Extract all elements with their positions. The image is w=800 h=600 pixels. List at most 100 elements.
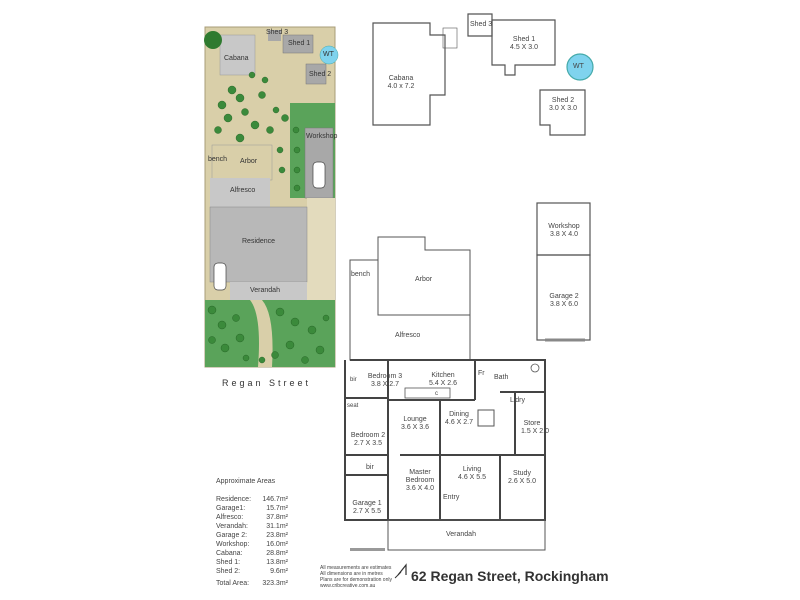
site-alfresco xyxy=(210,178,270,208)
garage2-label: Garage 2 3.8 X 6.0 xyxy=(540,293,588,309)
store-label: Store 1.5 X 2.0 xyxy=(521,420,549,436)
area-value: 15.7m² xyxy=(266,505,288,512)
living-dims: 4.6 X 5.5 xyxy=(457,474,487,481)
area-label: Workshop: xyxy=(216,541,250,548)
site-plan xyxy=(204,26,339,368)
site-path xyxy=(250,300,273,367)
site-label-wt: WT xyxy=(323,51,334,58)
area-total-value: 323.3m² xyxy=(262,580,288,587)
bedroom3-dims: 3.8 X 2.7 xyxy=(370,381,400,388)
garage1-name: Garage 1 xyxy=(352,500,382,507)
area-row: Residence: 146.7m² xyxy=(216,496,288,505)
street-name: Regan Street xyxy=(222,378,312,388)
site-label-alfresco: Alfresco xyxy=(230,187,256,194)
area-label: Alfresco: xyxy=(216,514,244,521)
site-shed2 xyxy=(305,63,327,85)
site-cabana xyxy=(219,34,256,76)
arbor-label: Arbor xyxy=(415,276,433,283)
shed2-dims: 3.0 X 3.0 xyxy=(548,105,578,112)
disclaimer-line: Plans are for demonstration only xyxy=(320,577,392,583)
laundry-label: L'dry xyxy=(510,397,525,404)
lounge-label: Lounge 3.6 X 3.6 xyxy=(397,416,433,432)
lounge-dims: 3.6 X 3.6 xyxy=(400,424,430,431)
area-value: 146.7m² xyxy=(262,496,288,503)
shed1-outline xyxy=(491,19,556,76)
bedroom2-dims: 2.7 X 3.5 xyxy=(353,440,383,447)
master-dims: 3.6 X 4.0 xyxy=(405,485,435,492)
site-label-verandah: Verandah xyxy=(250,287,280,294)
master-name-1: Master xyxy=(409,469,431,476)
area-value: 31.1m² xyxy=(266,523,288,530)
cabana-steps xyxy=(442,27,458,49)
site-label-workshop: Workshop xyxy=(306,133,338,140)
area-label: Residence: xyxy=(216,496,252,503)
water-tank xyxy=(566,53,594,81)
kitchen-label: Kitchen 5.4 X 2.6 xyxy=(420,372,466,388)
garage2-dims: 3.8 X 6.0 xyxy=(549,301,579,308)
site-shed3 xyxy=(268,30,281,41)
property-address: 62 Regan Street, Rockingham xyxy=(411,568,609,584)
cupboard-label: c xyxy=(435,391,438,397)
garage1-dims: 2.7 X 5.5 xyxy=(352,508,382,515)
area-row: Alfresco:37.8m² xyxy=(216,514,288,523)
site-car-1 xyxy=(312,161,326,189)
area-total-label: Total Area: xyxy=(216,580,250,587)
area-label: Garage1: xyxy=(216,505,246,512)
area-label: Verandah: xyxy=(216,523,248,530)
area-row: Garage1: 15.7m² xyxy=(216,505,288,514)
area-value: 13.8m² xyxy=(266,559,288,566)
study-name: Study xyxy=(513,470,531,477)
dining-dims: 4.6 X 2.7 xyxy=(444,419,474,426)
site-water-tank xyxy=(319,45,339,65)
site-label-residence: Residence xyxy=(242,238,276,245)
area-value: 23.8m² xyxy=(266,532,288,539)
area-total-row: Total Area: 323.3m² xyxy=(216,580,288,589)
store-name: Store xyxy=(523,420,541,427)
cabana-label: Cabana 4.0 x 7.2 xyxy=(378,75,424,91)
site-label-shed2: Shed 2 xyxy=(309,71,332,78)
site-label-shed3: Shed 3 xyxy=(266,29,289,36)
area-value: 9.6m² xyxy=(270,568,288,575)
outbuildings xyxy=(372,13,594,342)
study-dims: 2.6 X 5.0 xyxy=(507,478,537,485)
site-label-shed1: Shed 1 xyxy=(288,40,311,47)
wt-label: WT xyxy=(573,63,584,70)
shed2-label: Shed 2 3.0 X 3.0 xyxy=(542,97,584,113)
disclaimer-line: All measurements are estimates xyxy=(320,565,392,571)
area-label: Garage 2: xyxy=(216,532,248,539)
kitchen-dims: 5.4 X 2.6 xyxy=(428,380,458,387)
disclaimer-line: www.cribcreative.com.au xyxy=(320,583,376,589)
shed2-name: Shed 2 xyxy=(551,97,575,104)
area-row: Verandah: 31.1m² xyxy=(216,523,288,532)
area-row: Cabana:28.8m² xyxy=(216,550,288,559)
site-shed1 xyxy=(282,34,314,54)
area-row: Shed 1: 13.8m² xyxy=(216,559,288,568)
verandah-outline xyxy=(387,519,546,551)
bedroom3-label: Bedroom 3 3.8 X 2.7 xyxy=(362,373,408,389)
entry-label: Entry xyxy=(443,494,460,501)
master-bedroom-label: Master Bedroom 3.6 X 4.0 xyxy=(400,469,440,493)
shed2-outline xyxy=(539,89,586,136)
verandah-label: Verandah xyxy=(446,531,476,538)
site-label-arbor: Arbor xyxy=(240,158,258,165)
dining-label: Dining 4.6 X 2.7 xyxy=(440,411,478,427)
area-label: Shed 1: xyxy=(216,559,241,566)
cabana-outline xyxy=(372,22,446,126)
seat-label: seat xyxy=(347,403,359,409)
site-car-2 xyxy=(213,262,227,291)
area-label: Shed 2: xyxy=(216,568,241,575)
shed1-name: Shed 1 xyxy=(512,36,536,43)
areas-title: Approximate Areas xyxy=(216,478,276,485)
shed1-dims: 4.5 X 3.0 xyxy=(509,44,539,51)
dining-island xyxy=(477,409,495,427)
site-driveway xyxy=(307,198,335,300)
bedroom2-label: Bedroom 2 2.7 X 3.5 xyxy=(349,432,387,448)
area-value: 16.0m² xyxy=(266,541,288,548)
bir-label-2: bir xyxy=(366,464,374,471)
study-label: Study 2.6 X 5.0 xyxy=(503,470,541,486)
floor-plan xyxy=(344,236,546,551)
area-row: Workshop: 16.0m² xyxy=(216,541,288,550)
workshop-dims: 3.8 X 4.0 xyxy=(549,231,579,238)
garage1-door xyxy=(350,548,385,551)
